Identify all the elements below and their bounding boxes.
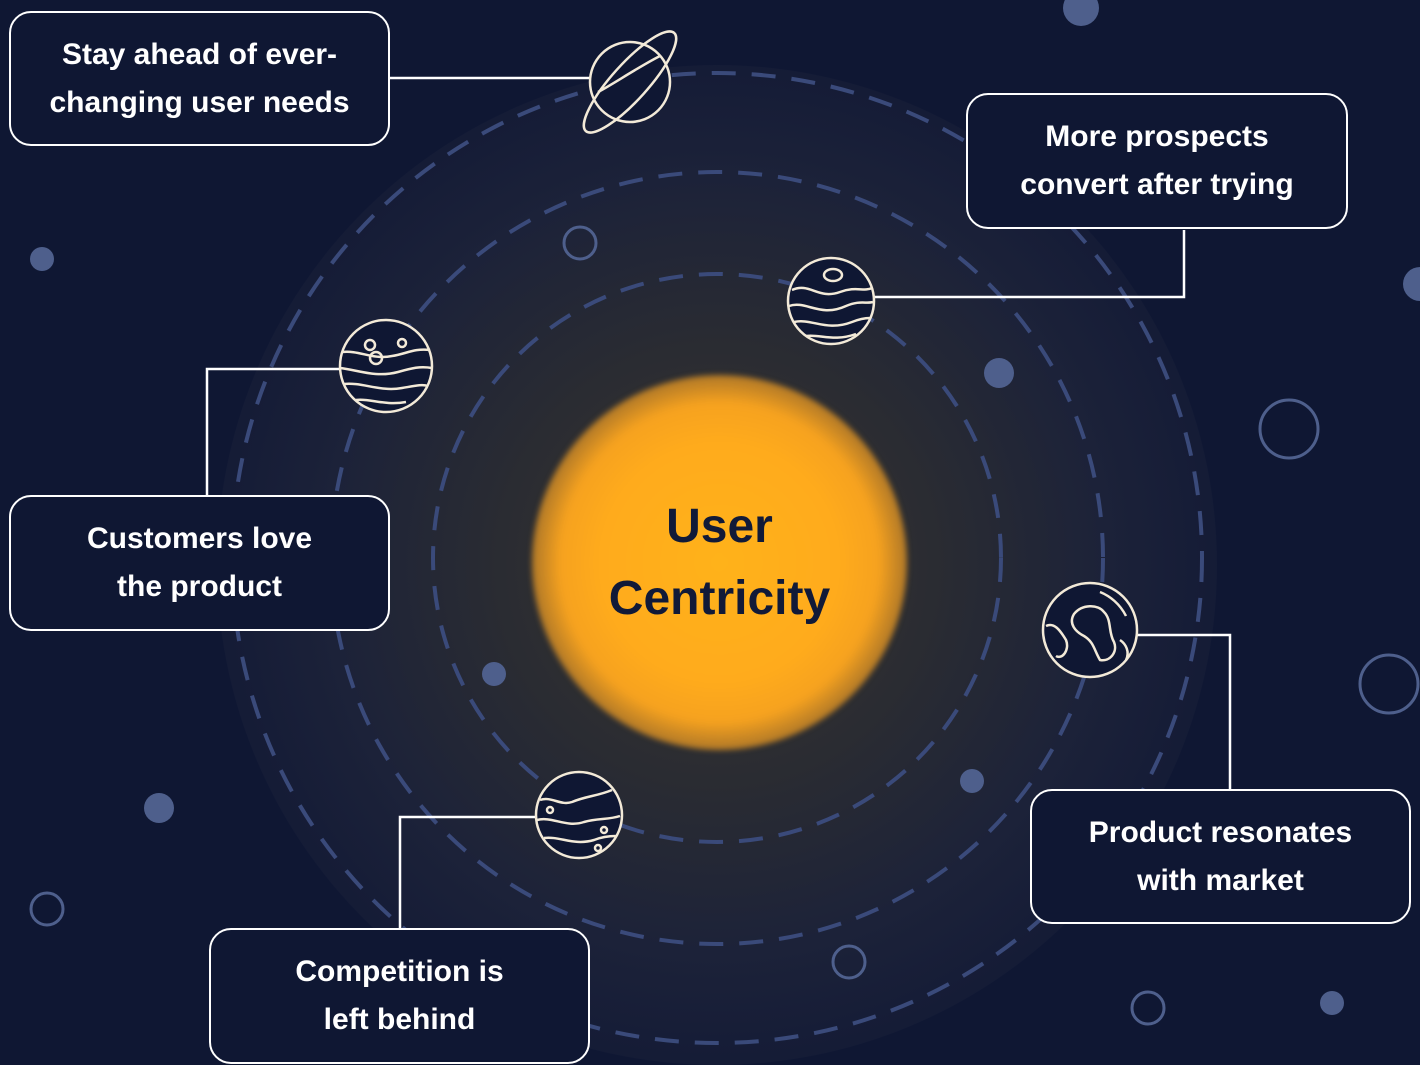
callout-product-resonates: Product resonates with market [1030, 789, 1411, 924]
star-dot [144, 793, 174, 823]
connector-line [205, 367, 340, 495]
star-ring [562, 225, 598, 261]
callout-line2: left behind [323, 1003, 476, 1036]
star-ring [1130, 990, 1166, 1026]
sun [532, 375, 907, 750]
callout-stay-ahead: Stay ahead of ever- changing user needs [9, 11, 390, 146]
star-dot [30, 247, 54, 271]
cratered-planet-icon [338, 318, 434, 414]
callout-line2: changing user needs [49, 85, 350, 119]
callout-customers-love: Customers love the product [9, 495, 390, 631]
star-dot [984, 358, 1014, 388]
callout-line2: with market [1137, 863, 1304, 897]
star-ring [831, 944, 867, 980]
connector-line [1137, 633, 1232, 789]
callout-line1: Competition is [295, 955, 504, 988]
center-title-line1: User [666, 499, 773, 553]
callout-more-prospects: More prospects convert after trying [966, 93, 1348, 229]
star-ring [1358, 653, 1420, 715]
callout-line2: convert after trying [1020, 168, 1294, 201]
center-title: User Centricity [532, 375, 907, 750]
star-dot [1403, 267, 1420, 301]
callout-competition: Competition is left behind [209, 928, 590, 1064]
ringed-planet-icon [582, 30, 678, 134]
star-dot [1063, 0, 1099, 26]
striped-planet-icon [786, 256, 876, 346]
callout-line1: Product resonates [1088, 815, 1353, 849]
star-dot [1320, 991, 1344, 1015]
star-ring [29, 891, 65, 927]
callout-line1: Stay ahead of ever- [61, 37, 338, 71]
connector-line [874, 230, 1186, 299]
star-ring [1258, 398, 1320, 460]
swirled-planet-icon [534, 770, 624, 860]
star-dot [482, 662, 506, 686]
earth-globe-icon [1041, 581, 1139, 679]
star-dot [960, 769, 984, 793]
connector-line [398, 815, 536, 928]
center-title-line2: Centricity [608, 571, 831, 625]
callout-line2: the product [117, 570, 282, 603]
callout-line1: More prospects [1045, 120, 1269, 153]
callout-line1: Customers love [86, 522, 313, 555]
inner-orbit [431, 272, 1003, 844]
